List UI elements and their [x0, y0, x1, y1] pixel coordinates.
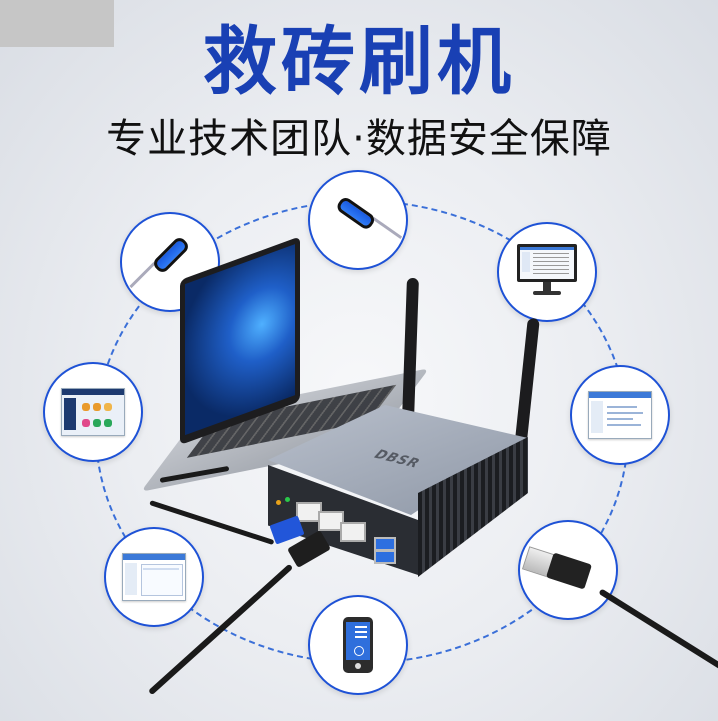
usb-port-1[interactable] [374, 537, 396, 551]
bubble-screwdriver-left [120, 212, 220, 312]
app-window-icon [61, 388, 125, 436]
bubble-phone [308, 595, 408, 695]
dialog-window-icon [122, 553, 186, 601]
bubble-file-window [104, 527, 204, 627]
page-title: 救砖刷机 [203, 19, 515, 105]
smartphone-icon [343, 617, 373, 673]
usb-cable [598, 588, 718, 674]
page-subtitle: 专业技术团队·数据安全保障 [106, 116, 612, 162]
screwdriver-icon [317, 179, 403, 260]
placeholder-patch [0, 0, 114, 47]
led-power [285, 497, 290, 502]
dialog-window-icon [588, 391, 652, 439]
lan-port-2[interactable] [318, 511, 344, 531]
led-status [276, 500, 281, 505]
bubble-screwdriver-top [308, 170, 408, 270]
windows-desktop [185, 244, 295, 436]
bubble-usb-cable [518, 520, 618, 620]
monitor-icon [517, 244, 577, 300]
bubble-app-window [43, 362, 143, 462]
bubble-monitor [497, 222, 597, 322]
usb-port-2[interactable] [374, 550, 396, 564]
bubble-settings-window [570, 365, 670, 465]
lan-port-3[interactable] [340, 522, 366, 542]
